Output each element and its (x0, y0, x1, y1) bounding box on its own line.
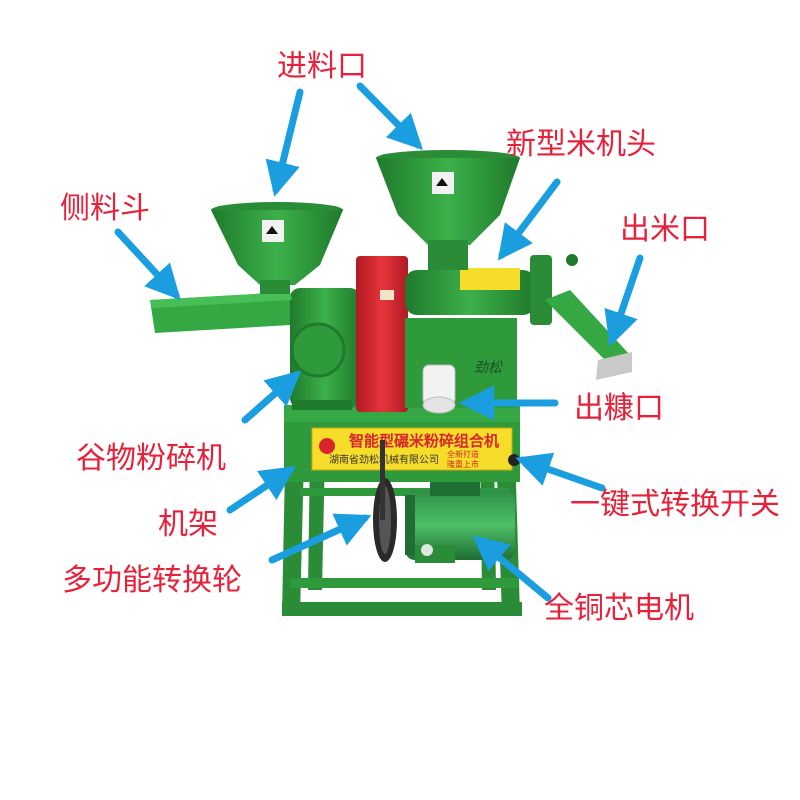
label-frame: 机架 (158, 507, 218, 542)
red-belt-guard (356, 256, 408, 412)
brand-script: 劲松 (474, 360, 503, 376)
label-feed-inlet: 进料口 (277, 49, 367, 84)
label-rice-outlet: 出米口 (620, 212, 710, 247)
arrow-motor (472, 535, 552, 602)
rice-mill-head (405, 254, 578, 325)
label-copper-motor: 全铜芯电机 (544, 591, 694, 626)
motor (405, 482, 515, 563)
plate-slogan-2: 隆重上市 (447, 459, 479, 469)
arrow-wheel (268, 513, 372, 564)
label-one-key-switch: 一键式转换开关 (570, 487, 780, 522)
label-new-rice-head: 新型米机头 (506, 127, 656, 162)
label-side-hopper: 侧料斗 (60, 191, 150, 226)
callout-arrows (114, 82, 644, 602)
left-funnel (211, 202, 343, 294)
plate-slogan-1: 全新打造 (447, 449, 479, 459)
plate-title: 智能型碾米粉碎组合机 (349, 432, 499, 450)
arrow-feed-left (265, 88, 304, 197)
rice-mill-machine: 智能型碾米粉碎组合机 湖南省劲松机械有限公司 全新打造 隆重上市 (150, 150, 632, 616)
grain-crusher-unit (290, 288, 360, 410)
switch-wheel (373, 440, 397, 562)
arrow-switch (515, 452, 606, 492)
name-plate: 智能型碾米粉碎组合机 湖南省劲松机械有限公司 全新打造 隆重上市 (311, 427, 513, 471)
label-grain-crusher: 谷物粉碎机 (76, 441, 226, 476)
side-hopper (150, 292, 292, 333)
arrow-rice-outlet (604, 254, 644, 347)
label-bran-outlet: 出糠口 (574, 391, 664, 426)
rice-outlet-chute (545, 290, 632, 380)
arrow-rice-head (497, 178, 561, 261)
label-multi-wheel: 多功能转换轮 (62, 563, 242, 598)
arrow-crusher (241, 370, 302, 424)
big-funnel (376, 150, 520, 270)
arrow-side-hopper (114, 228, 181, 301)
switch-knob[interactable] (508, 454, 520, 466)
bran-outlet-spout (422, 364, 456, 414)
arrow-feed-right (356, 82, 423, 150)
arrow-frame (226, 466, 296, 514)
